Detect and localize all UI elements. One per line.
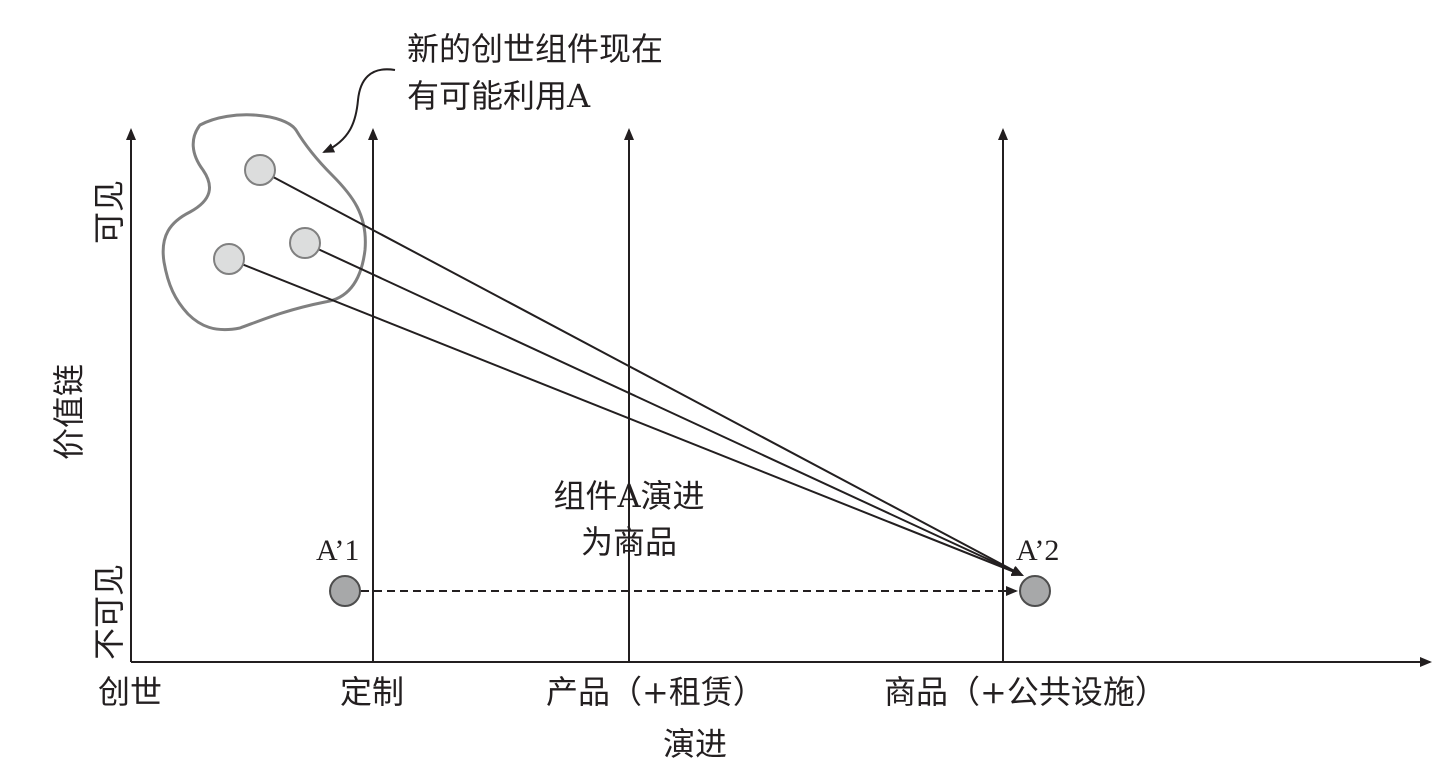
component-a2-label: A’2 bbox=[1016, 534, 1059, 567]
genesis-component-node bbox=[289, 227, 321, 259]
dependency-line-top bbox=[259, 169, 1024, 576]
genesis-component-node bbox=[244, 154, 276, 186]
component-a1-label: A’1 bbox=[316, 534, 359, 567]
y-axis-label-visible: 可见 bbox=[90, 180, 128, 244]
evolution-note-line-2: 为商品 bbox=[581, 523, 677, 561]
x-axis-stage-custom: 定制 bbox=[340, 673, 404, 711]
x-axis-stage-product: 产品（+租赁） bbox=[546, 673, 765, 711]
genesis-component-node bbox=[213, 243, 245, 275]
x-axis-stage-genesis: 创世 bbox=[98, 673, 162, 711]
y-axis-title: 价值链 bbox=[50, 364, 88, 460]
y-axis-label-invisible: 不可见 bbox=[90, 564, 128, 660]
x-axis-stage-commodity: 商品（+公共设施） bbox=[884, 673, 1167, 711]
component-a2-node bbox=[1019, 575, 1051, 607]
genesis-cluster-outline bbox=[161, 113, 367, 332]
dependency-line-bottom bbox=[228, 258, 1024, 576]
cluster-note-pointer bbox=[322, 68, 396, 153]
evolution-note-line-1: 组件A演进 bbox=[553, 477, 704, 515]
dependency-line-middle bbox=[304, 242, 1024, 576]
cluster-note-line-2: 有可能利用A bbox=[407, 77, 591, 115]
x-axis-title: 演进 bbox=[663, 725, 727, 763]
cluster-note-line-1: 新的创世组件现在 bbox=[407, 30, 663, 68]
component-a1-node bbox=[329, 575, 361, 607]
